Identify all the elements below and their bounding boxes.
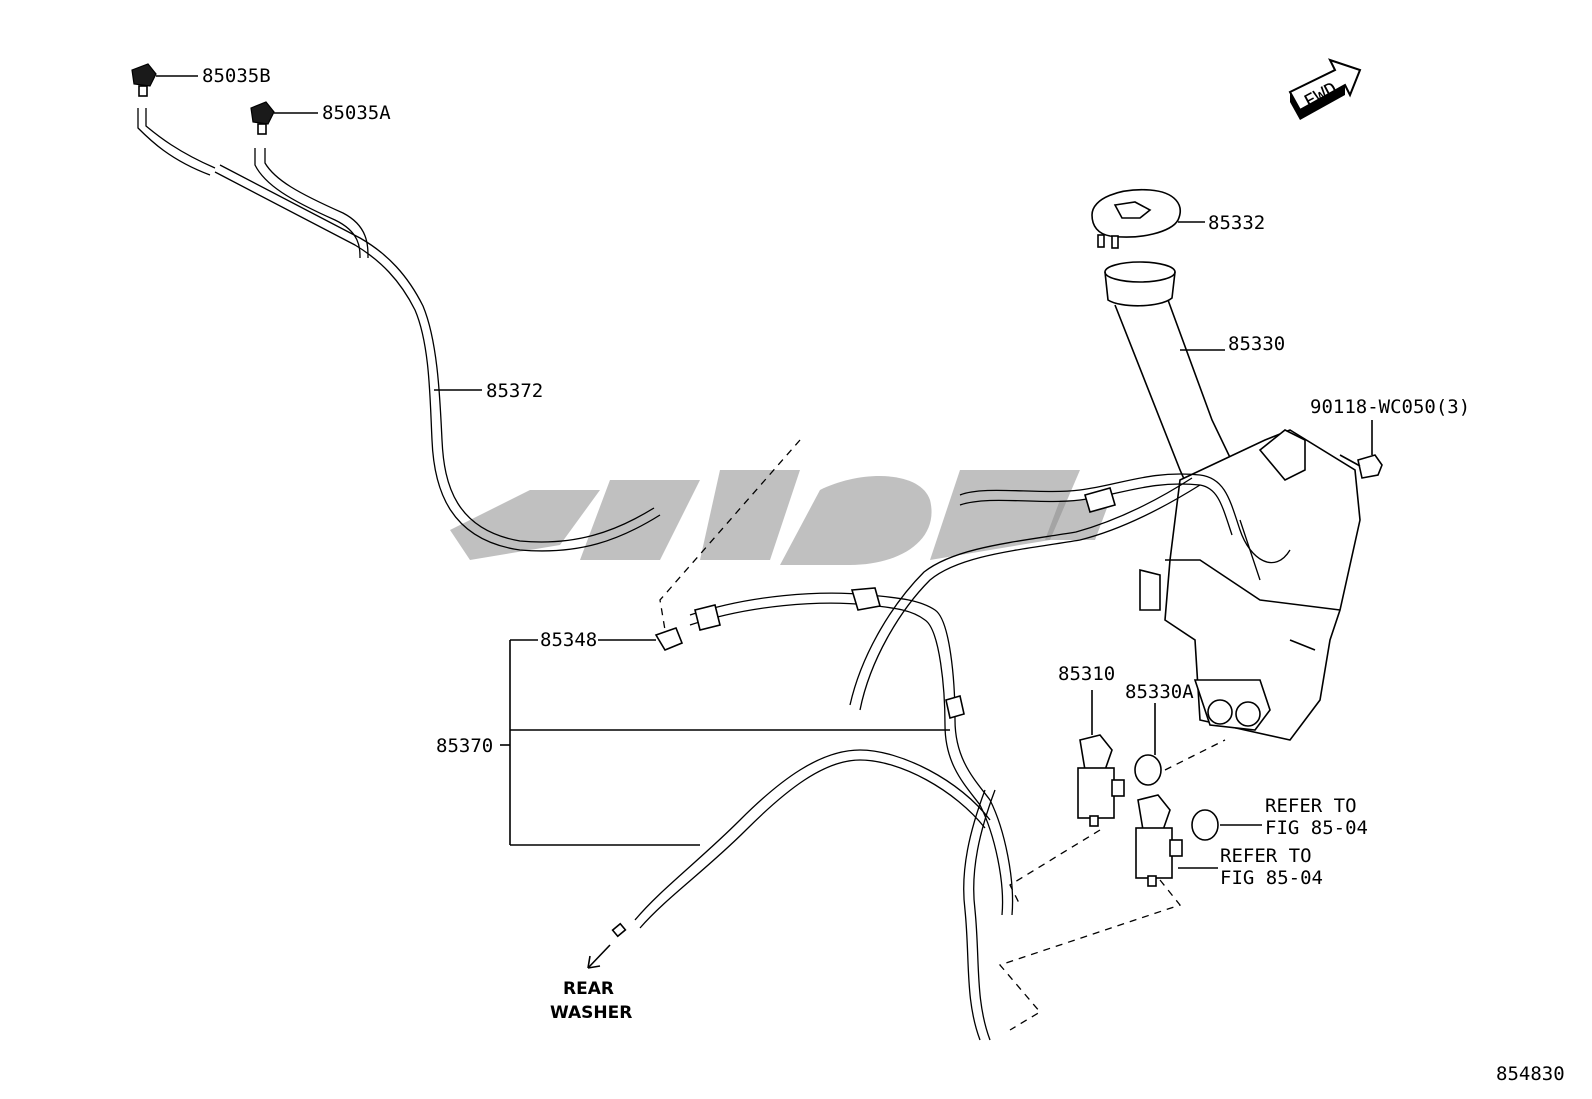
hose-85372 bbox=[137, 108, 661, 552]
washer-tank-85330 bbox=[1104, 261, 1361, 741]
pump-85310-b bbox=[1135, 794, 1218, 887]
refer-text-1b: FIG 85-04 bbox=[1265, 817, 1368, 839]
label-85330: 85330 bbox=[1228, 333, 1285, 355]
label-85310: 85310 bbox=[1058, 663, 1115, 685]
label-85035a: 85035A bbox=[322, 102, 391, 124]
hose-assembly-85370 bbox=[634, 473, 1291, 1041]
label-85348: 85348 bbox=[540, 629, 597, 651]
dashed-guides bbox=[659, 439, 1182, 1031]
rear-washer-pointer bbox=[587, 922, 627, 969]
nozzle-85035a bbox=[250, 101, 318, 135]
label-85370: 85370 bbox=[436, 735, 493, 757]
grommet-refer bbox=[1191, 809, 1262, 841]
label-85332: 85332 bbox=[1208, 212, 1265, 234]
nozzle-85035b bbox=[131, 63, 198, 97]
cap-85332 bbox=[1091, 188, 1205, 249]
grommet-85330a bbox=[1134, 703, 1226, 786]
refer-text-1a: REFER TO bbox=[1265, 795, 1357, 817]
refer-text-2a: REFER TO bbox=[1220, 845, 1312, 867]
label-85372: 85372 bbox=[486, 380, 543, 402]
forward-arrow-icon: FWD bbox=[1288, 58, 1362, 120]
bolt-90118 bbox=[1339, 420, 1383, 479]
refer-text-2b: FIG 85-04 bbox=[1220, 867, 1323, 889]
connector-85348 bbox=[598, 626, 684, 652]
label-90118: 90118-WC050(3) bbox=[1310, 396, 1470, 418]
label-85035b: 85035B bbox=[202, 65, 271, 87]
bracket-85370 bbox=[500, 639, 950, 846]
washer-text: WASHER bbox=[550, 1003, 632, 1023]
label-85330a: 85330A bbox=[1125, 681, 1194, 703]
rear-text: REAR bbox=[563, 979, 614, 999]
pump-85310-a bbox=[1077, 690, 1125, 827]
figure-code: 854830 bbox=[1496, 1063, 1565, 1085]
